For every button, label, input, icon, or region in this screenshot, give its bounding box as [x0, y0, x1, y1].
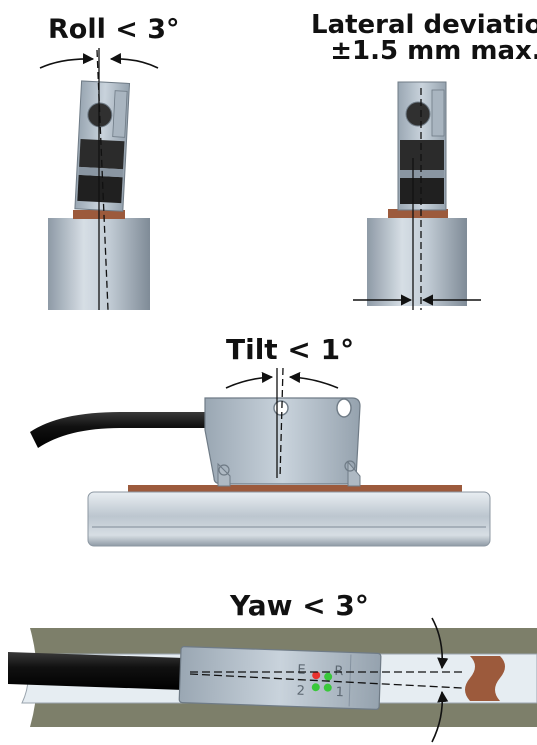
yaw-arrow-bottom — [431, 690, 449, 743]
led-green-1 — [324, 672, 333, 681]
tilt-cable — [30, 412, 212, 448]
roll-arrow-left — [39, 53, 95, 69]
lateral-mount-hole — [405, 101, 431, 127]
tilt-sensor-head — [204, 397, 361, 487]
yaw-sensor-axis — [189, 673, 463, 689]
lateral-deviation-line1: Lateral deviation — [311, 10, 537, 40]
roll-arrow-right — [109, 53, 159, 69]
tilt-mount-hole-right — [336, 398, 352, 418]
led-label-1: 1 — [335, 685, 344, 700]
led-red — [312, 671, 321, 680]
tilt-figure — [30, 367, 491, 547]
yaw-label: Yaw < 3° — [230, 589, 369, 622]
tilt-magnetic-tape — [128, 485, 462, 492]
led-green-3 — [323, 683, 332, 692]
led-label-e: E — [297, 663, 306, 678]
yaw-figure: E R 2 1 — [8, 617, 537, 743]
roll-sensor-head — [74, 80, 131, 212]
yaw-cable — [8, 652, 184, 690]
lateral-figure — [353, 81, 481, 310]
lateral-sensor-head — [397, 81, 447, 211]
yaw-arrow-top — [431, 617, 449, 670]
tilt-arrow-right — [288, 371, 339, 389]
tilt-label: Tilt < 1° — [226, 333, 355, 366]
led-green-2 — [311, 683, 320, 692]
lateral-shaft — [367, 218, 467, 306]
roll-figure — [39, 48, 159, 311]
lateral-magnetic-tape — [388, 209, 448, 218]
roll-label: Roll < 3° — [48, 14, 180, 45]
tilt-tilted-reference — [279, 367, 284, 479]
led-label-2: 2 — [296, 684, 305, 699]
lateral-deviation-line2: ±1.5 mm max. — [330, 36, 537, 66]
yaw-magnetic-tape-section — [465, 656, 505, 701]
tilt-arrow-left — [225, 371, 274, 389]
lateral-deviation-label: Lateral deviation ±1.5 mm max. — [311, 12, 537, 64]
tilt-mount-hole-left — [273, 400, 289, 416]
tilt-rail — [87, 491, 491, 547]
